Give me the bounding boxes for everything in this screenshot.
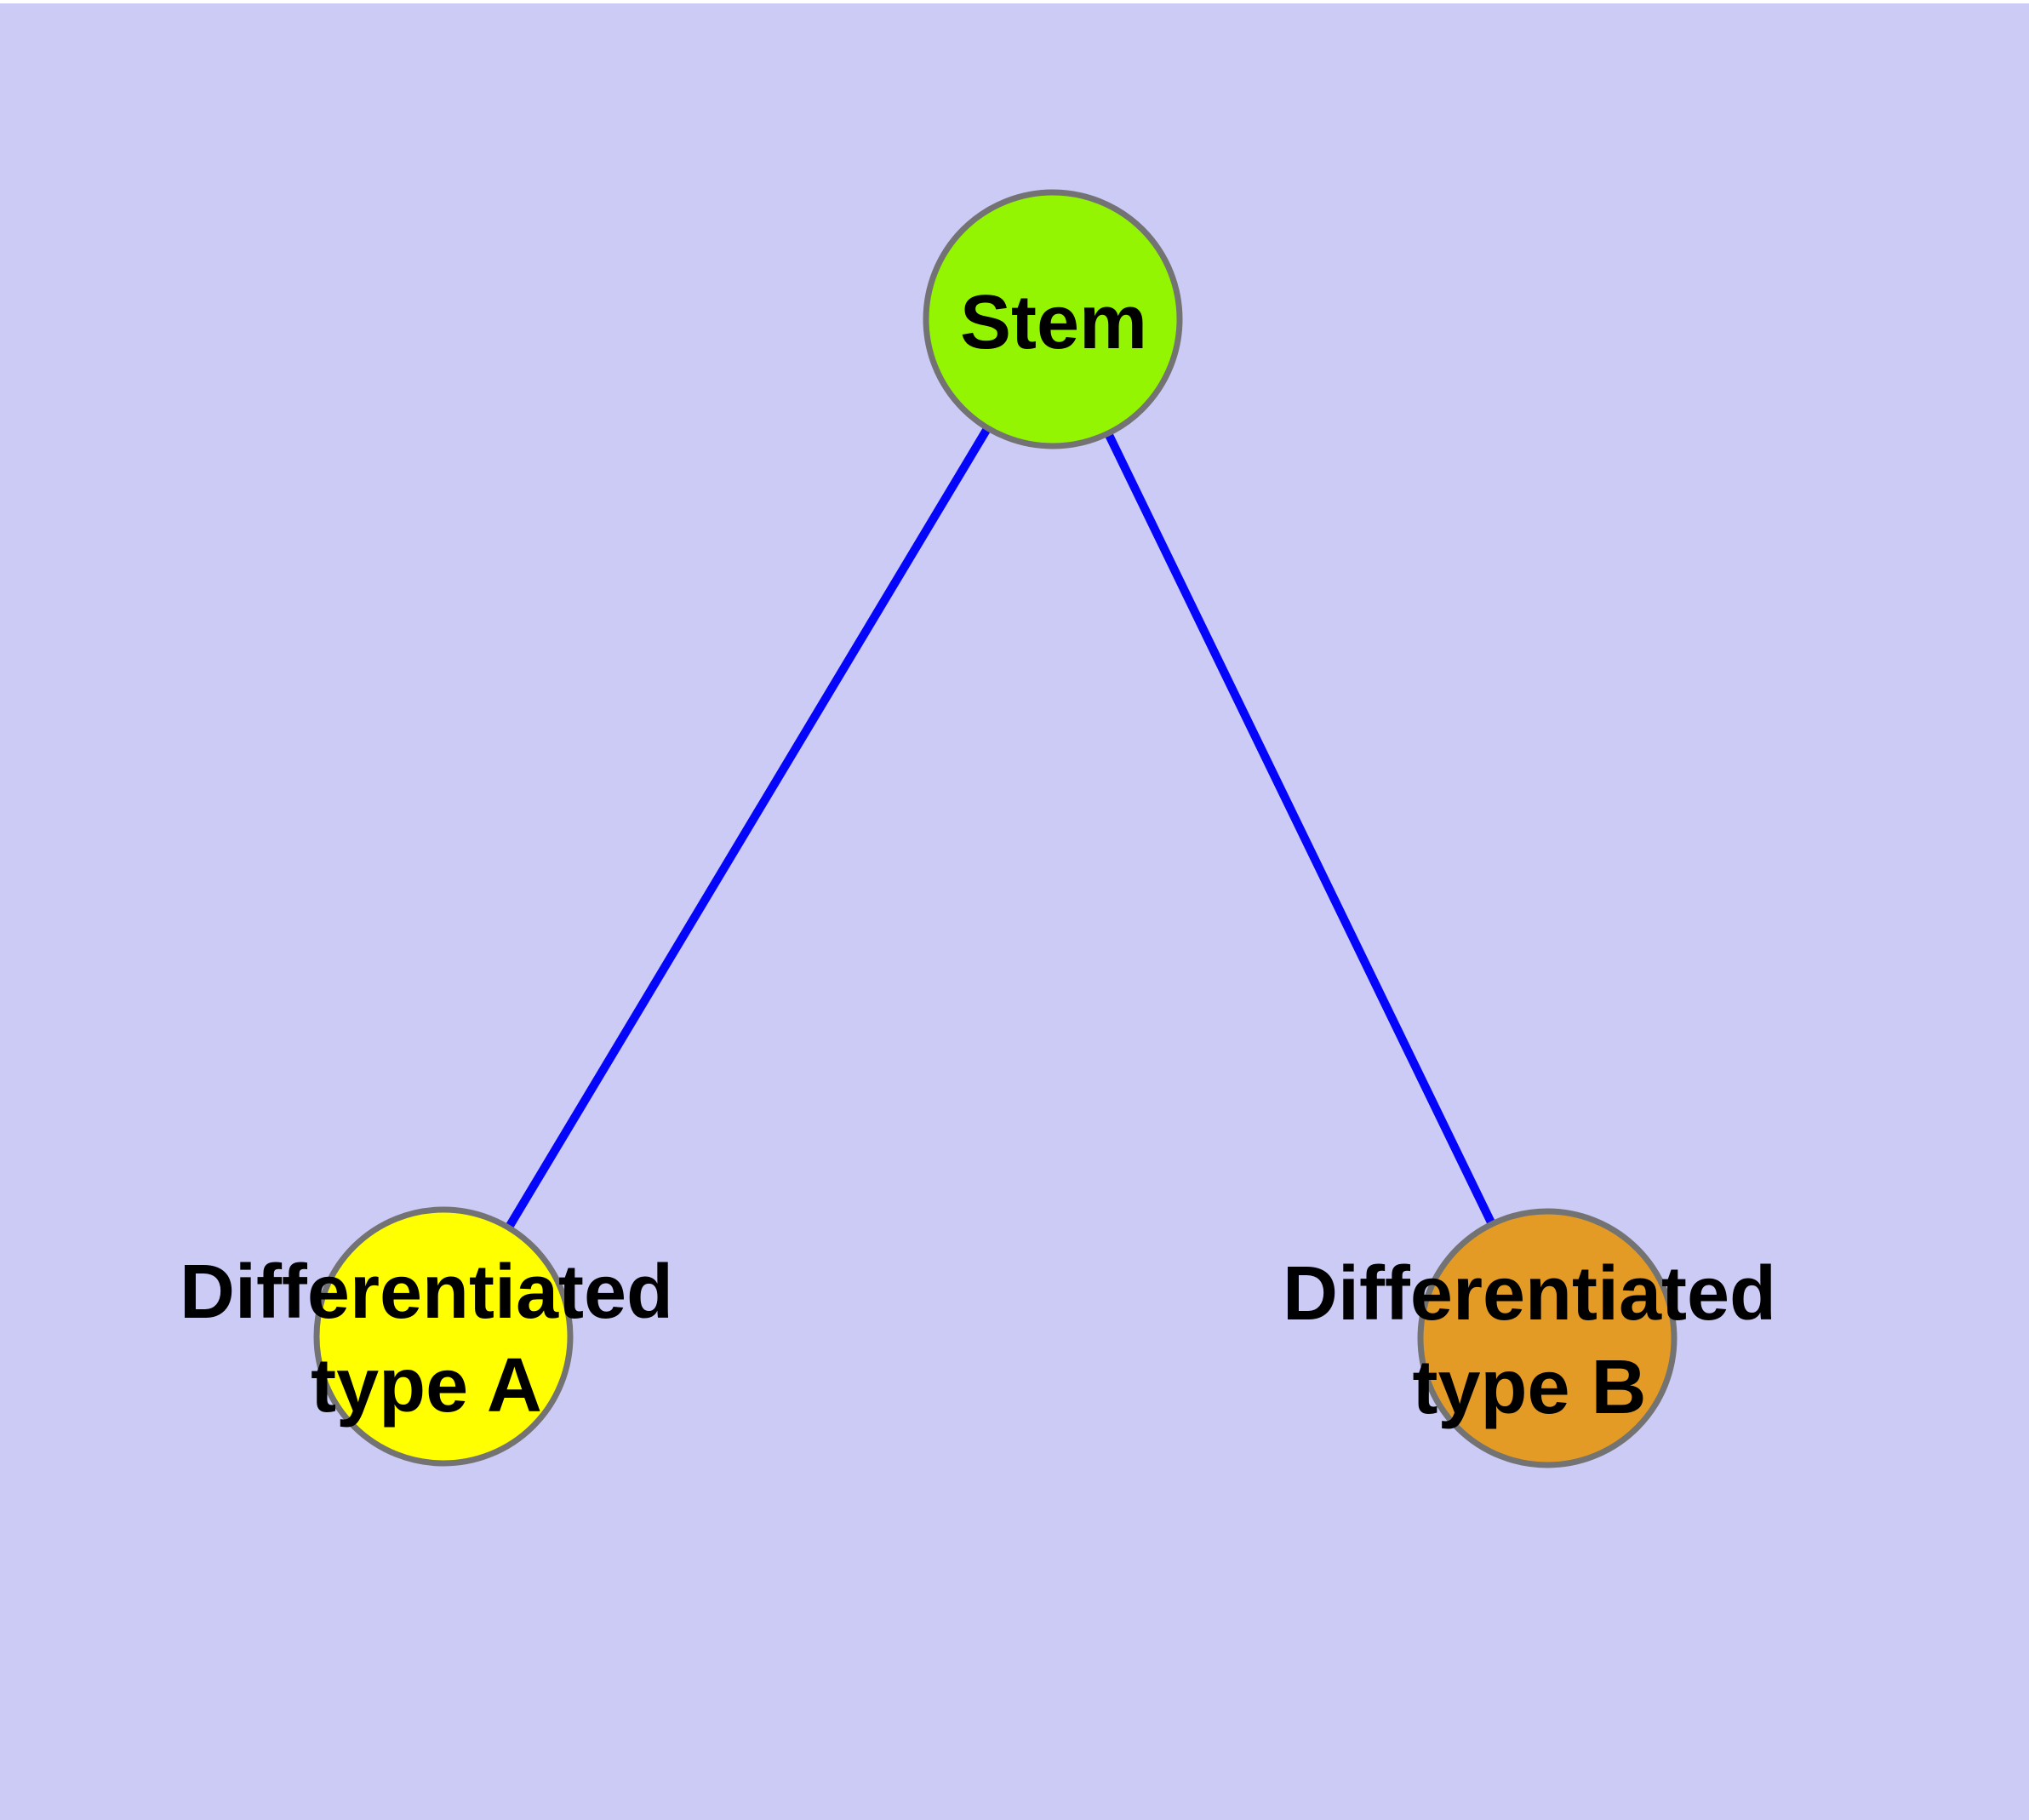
node-type-a-label-line2: type A <box>311 1343 542 1428</box>
node-type-b-label-line2: type B <box>1412 1345 1646 1430</box>
node-type-a-label-line1: Differentiated <box>180 1250 673 1335</box>
node-differentiated-type-b <box>1417 1208 1677 1468</box>
node-stem-label: Stem <box>960 280 1147 365</box>
node-differentiated-type-a <box>313 1206 574 1467</box>
node-stem <box>923 189 1183 449</box>
edge-stem-to-type-b <box>1049 317 1552 1341</box>
edge-stem-to-type-a <box>439 317 1057 1339</box>
node-type-b-label-line1: Differentiated <box>1283 1251 1776 1336</box>
